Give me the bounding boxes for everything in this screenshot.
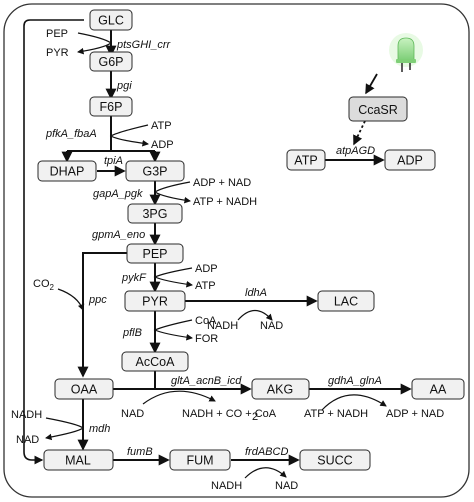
enzyme-atpagd: atpAGD (336, 145, 375, 157)
svg-text:FUM: FUM (186, 454, 213, 468)
cof-for: FOR (195, 333, 218, 345)
cof-atp-nadh2: ATP + NADH (304, 408, 368, 420)
cof-nadh-mdh: NADH (11, 409, 42, 421)
node-dhap: DHAP (37, 160, 97, 182)
cof-pyr-out: PYR (46, 47, 69, 59)
cof-atp1: ATP (151, 120, 172, 132)
arrow-ccasr-atpagd (353, 120, 366, 146)
node-adp-box: ADP (384, 149, 436, 171)
cof-adp2: ADP (195, 263, 218, 275)
svg-text:GLC: GLC (98, 14, 124, 28)
svg-text:ATP: ATP (294, 154, 317, 168)
arrow-tca-cofactors (142, 390, 216, 405)
node-ccasr: CcaSR (348, 96, 408, 122)
arrow-pflb-cofactors (153, 319, 193, 341)
cof-nad-mdh: NAD (16, 434, 39, 446)
arrow-light-ccasr (365, 73, 378, 95)
svg-text:G6P: G6P (98, 55, 123, 69)
enzyme-gpma: gpmA_eno (92, 229, 145, 241)
node-mal: MAL (43, 449, 114, 471)
arrow-atp-adp-pfk (109, 124, 149, 147)
svg-text:OAA: OAA (71, 383, 98, 397)
arrow-frd-cofactors (244, 467, 287, 479)
node-pyr: PYR (124, 290, 186, 312)
arrow-pep-pyr-cofactor (77, 32, 113, 55)
svg-text:3PG: 3PG (142, 207, 167, 221)
cof-nadh-co2-coa: NADH + CO + CoA (182, 408, 277, 420)
enzyme-ldha: ldhA (245, 287, 267, 299)
svg-text:ADP: ADP (397, 154, 423, 168)
arrow-gapa-cofactors (153, 181, 191, 204)
arrow-pep-oaa-ppc (77, 252, 127, 378)
node-glc: GLC (89, 9, 133, 31)
cof-adp-nad2: ADP + NAD (386, 408, 444, 420)
svg-text:SUCC: SUCC (317, 454, 352, 468)
cof-co2-sub2: 2 (252, 411, 258, 423)
cof-pep-in: PEP (46, 28, 68, 40)
svg-text:PYR: PYR (142, 295, 168, 309)
cof-atp2: ATP (195, 280, 216, 292)
enzyme-glta: gltA_acnB_icd (171, 375, 242, 387)
enzyme-pflb: pflB (122, 327, 142, 339)
cof-adp1: ADP (151, 139, 174, 151)
node-akg: AKG (251, 378, 310, 400)
node-atp-box: ATP (286, 149, 326, 171)
node-succ: SUCC (299, 449, 371, 471)
node-oaa: OAA (54, 378, 114, 400)
enzyme-tpia: tpiA (104, 155, 123, 167)
enzyme-ppc: ppc (88, 294, 107, 306)
svg-text:AKG: AKG (267, 383, 293, 397)
node-aa: AA (411, 378, 465, 400)
svg-text:F6P: F6P (100, 100, 123, 114)
node-accoa: AcCoA (121, 351, 189, 372)
arrow-co2-ppc (57, 288, 85, 311)
enzyme-mdh: mdh (89, 423, 110, 435)
cof-nad-frd: NAD (275, 480, 298, 492)
enzyme-gapa: gapA_pgk (93, 188, 143, 200)
svg-text:G3P: G3P (142, 165, 167, 179)
svg-text:AA: AA (430, 383, 447, 397)
enzyme-ptsghi: ptsGHI_crr (116, 39, 172, 51)
node-pep: PEP (126, 243, 184, 264)
arrow-pykf-cofactors (153, 267, 193, 288)
node-fum: FUM (169, 449, 231, 471)
svg-text:AcCoA: AcCoA (136, 355, 176, 369)
cof-nad-tca: NAD (121, 408, 144, 420)
node-f6p: F6P (89, 96, 133, 117)
svg-text:PEP: PEP (142, 247, 167, 261)
node-lac: LAC (317, 290, 375, 312)
arrow-left-loop (23, 19, 84, 465)
cof-co2: CO2 (33, 278, 55, 292)
cof-adp-nad: ADP + NAD (193, 177, 251, 189)
node-3pg: 3PG (127, 203, 183, 224)
green-led-icon (389, 33, 423, 72)
svg-text:DHAP: DHAP (50, 165, 85, 179)
enzyme-pykf: pykF (121, 272, 147, 284)
cof-nadh-ldh: NADH (207, 320, 238, 332)
node-g6p: G6P (89, 51, 133, 72)
node-g3p: G3P (125, 160, 185, 182)
svg-text:CcaSR: CcaSR (358, 103, 398, 117)
cof-atp-nadh: ATP + NADH (193, 196, 257, 208)
enzyme-gdha: gdhA_glnA (328, 375, 382, 387)
svg-text:LAC: LAC (334, 295, 358, 309)
svg-text:MAL: MAL (65, 454, 91, 468)
enzyme-pgi: pgi (116, 80, 132, 92)
enzyme-fumb: fumB (127, 446, 153, 458)
cof-nad-ldh: NAD (260, 320, 283, 332)
arrow-ldh-cofactors (237, 309, 273, 321)
enzyme-frd: frdABCD (245, 446, 288, 458)
arrow-mdh-cofactors (45, 417, 84, 441)
arrow-gdha-cofactors (321, 394, 387, 411)
enzyme-pfka: pfkA_fbaA (45, 128, 97, 140)
outer-frame (3, 3, 470, 498)
cof-coa: CoA (195, 315, 217, 327)
cof-nadh-frd: NADH (211, 480, 242, 492)
